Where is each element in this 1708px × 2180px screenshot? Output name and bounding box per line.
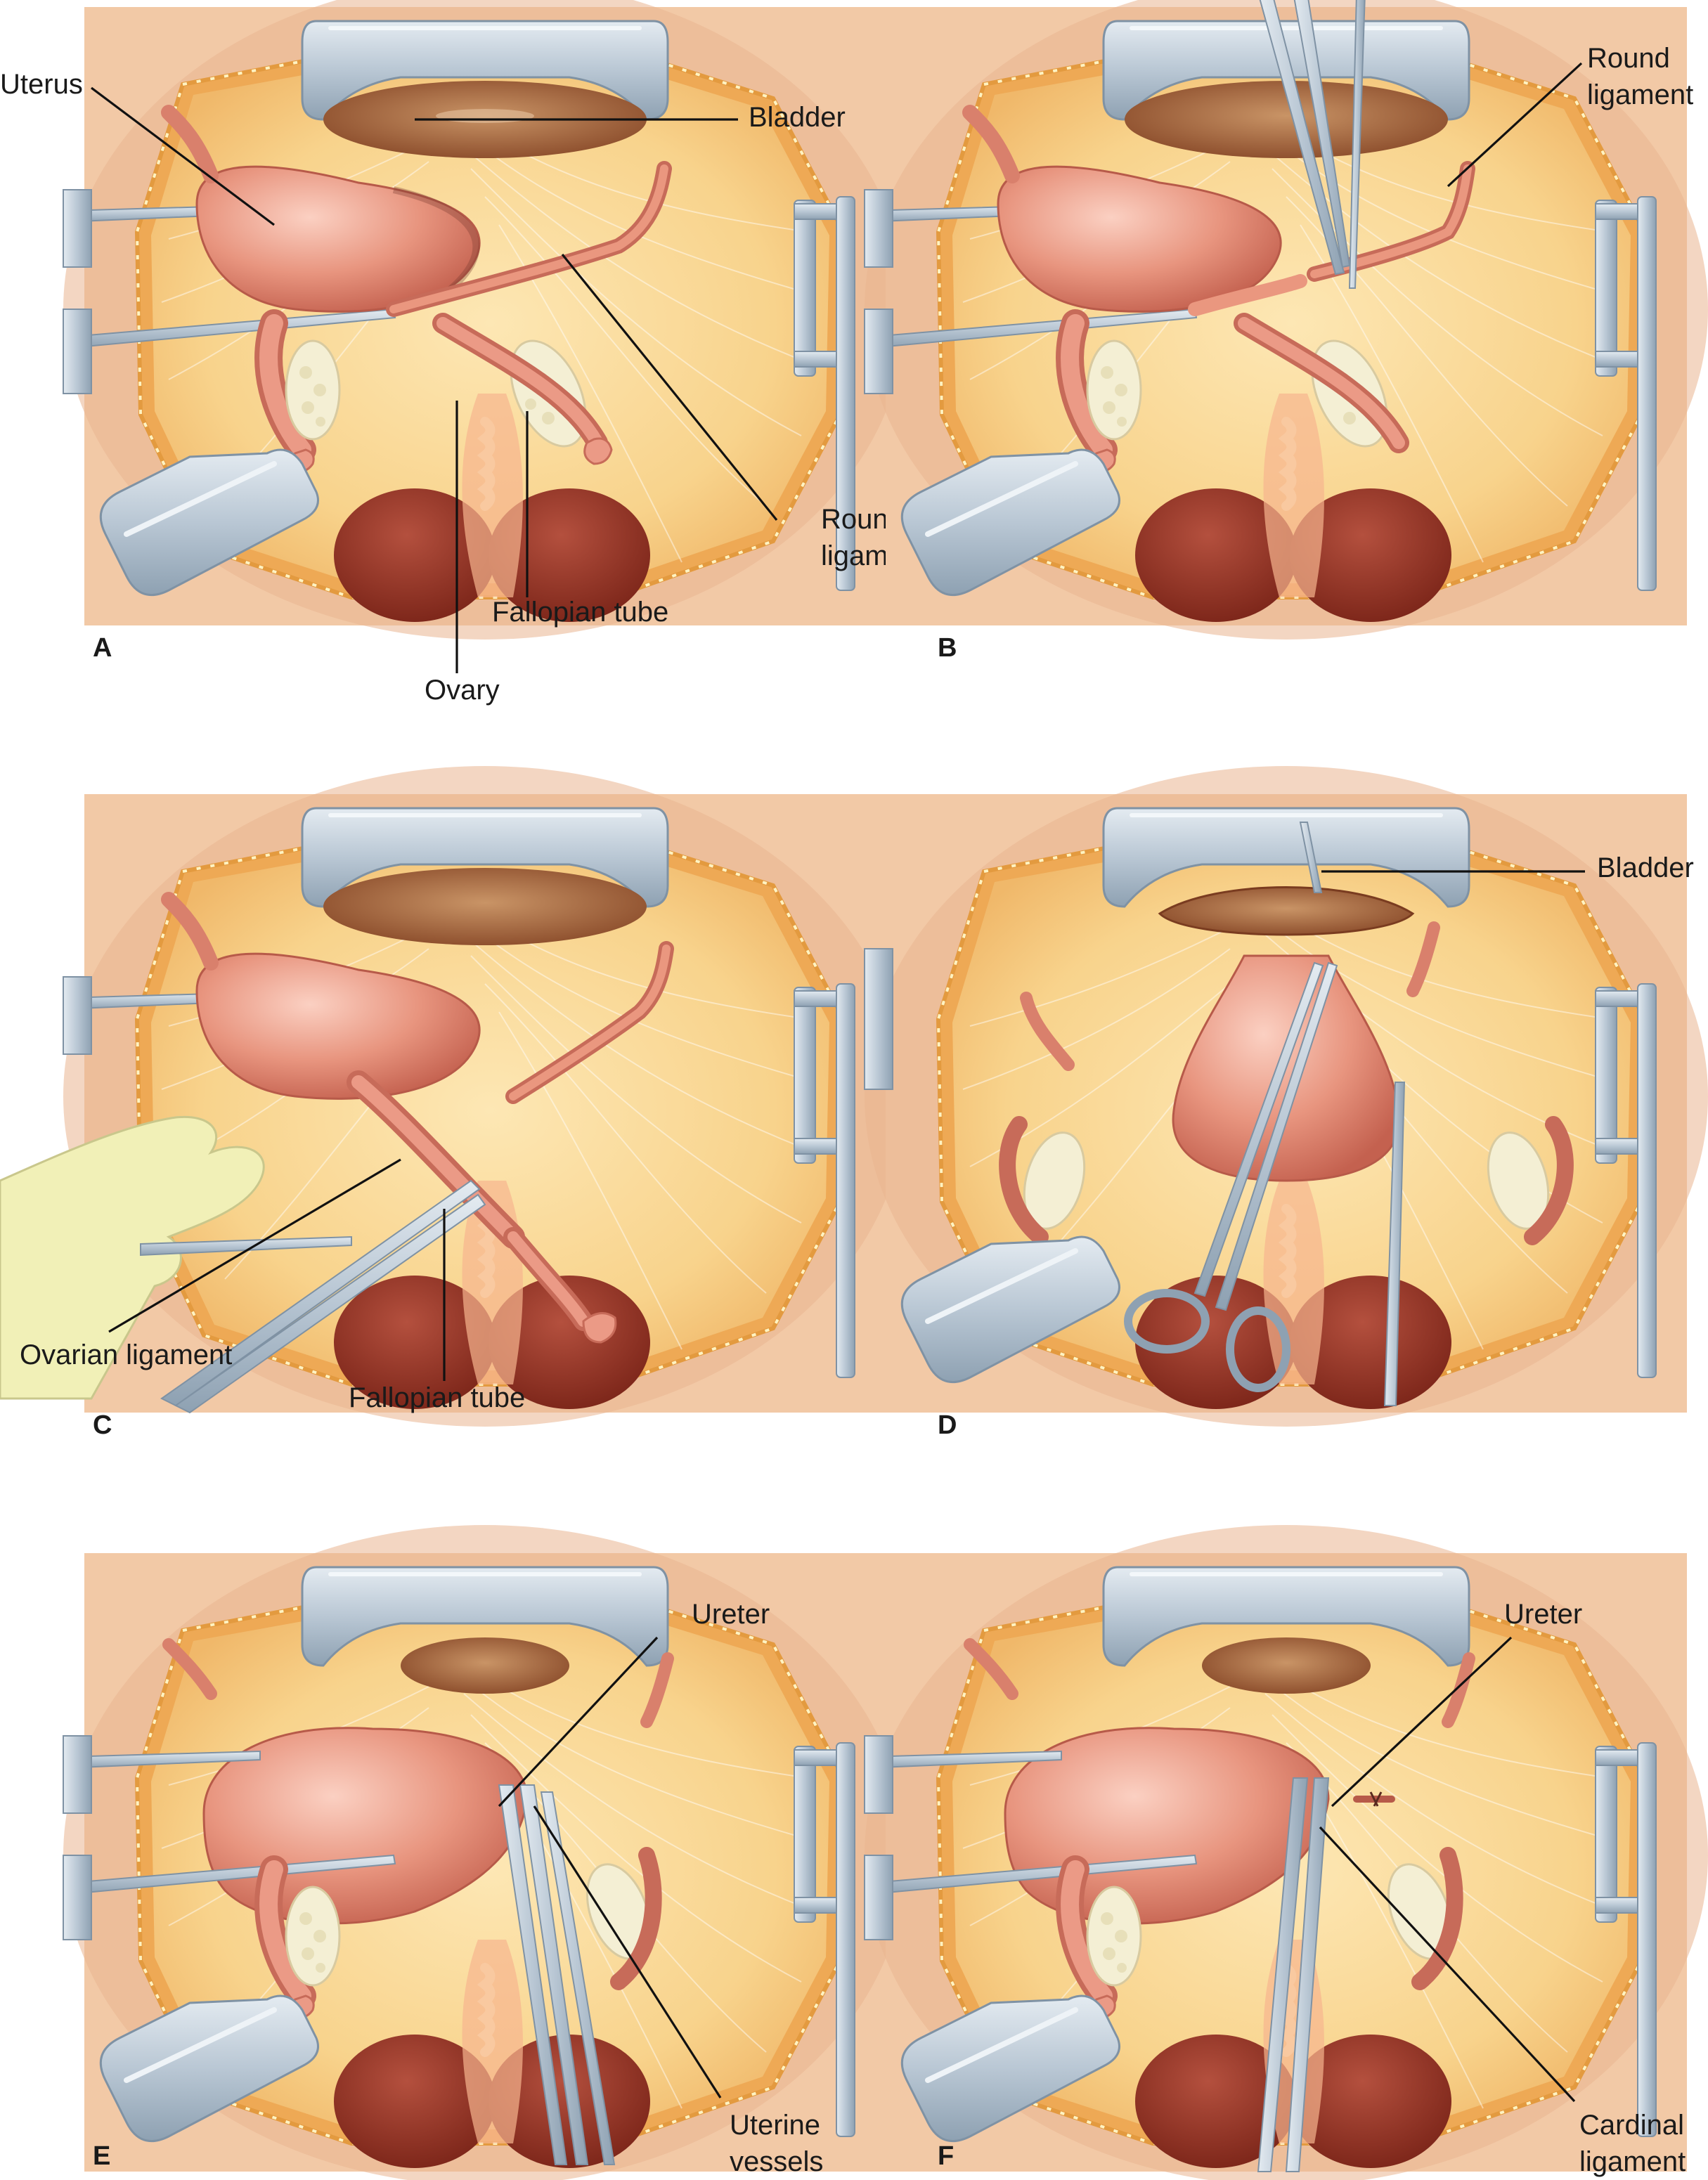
panel-label-a: A	[93, 633, 112, 663]
panel-e	[63, 1525, 907, 2180]
label-bladder-d: Bladder	[1597, 852, 1694, 883]
panel-c	[0, 766, 907, 1427]
label-cardinal-ligament-1: Cardinal	[1579, 2110, 1684, 2141]
panel-label-c: C	[93, 1410, 112, 1440]
label-fallopian-tube-c: Fallopian tube	[349, 1382, 525, 1413]
panel-d	[865, 766, 1708, 1427]
label-round-ligament-b-1: Round	[1587, 43, 1670, 74]
label-ovary: Ovary	[425, 675, 500, 706]
panel-c-labels: Ovarian ligament Fallopian tube C	[20, 1158, 525, 1440]
label-uterus: Uterus	[0, 69, 83, 100]
label-ovarian-ligament: Ovarian ligament	[20, 1339, 232, 1370]
panel-b	[865, 0, 1708, 640]
panel-label-b: B	[938, 633, 957, 663]
label-round-ligament-b-2: ligament	[1587, 79, 1693, 110]
label-fallopian-tube-a: Fallopian tube	[492, 597, 668, 628]
panel-f	[865, 1525, 1708, 2180]
label-ureter-e: Ureter	[692, 1599, 770, 1630]
label-ureter-f: Ureter	[1504, 1599, 1582, 1630]
label-cardinal-ligament-2: ligament	[1579, 2146, 1686, 2177]
label-uterine-vessels-2: vessels	[730, 2146, 823, 2177]
panel-label-d: D	[938, 1410, 957, 1440]
label-uterine-vessels-1: Uterine	[730, 2110, 820, 2141]
panel-label-f: F	[938, 2141, 954, 2171]
panel-f-labels: Ureter Cardinal ligament F	[938, 1599, 1686, 2177]
panel-e-labels: Ureter Uterine vessels E	[93, 1599, 823, 2177]
panel-b-labels: Round ligament B	[938, 43, 1693, 663]
panel-a	[63, 0, 907, 640]
label-bladder: Bladder	[749, 102, 846, 133]
panel-d-labels: Bladder D	[938, 852, 1694, 1440]
panel-label-e: E	[93, 2141, 110, 2171]
